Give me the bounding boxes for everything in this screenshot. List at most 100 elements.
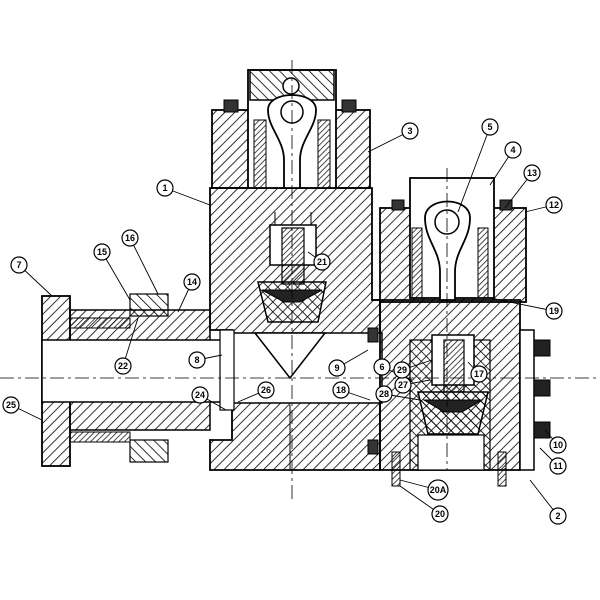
callout-circle	[121, 229, 139, 247]
inlet-connector	[41, 293, 235, 467]
callout-number: 10	[553, 440, 563, 450]
callout-number: 28	[379, 389, 389, 399]
right-poppet-assembly	[417, 334, 489, 435]
callout-4: 4	[489, 141, 522, 186]
callout-9: 9	[328, 349, 369, 377]
dowel-pin-lower	[367, 439, 379, 455]
callout-17: 17	[467, 361, 488, 383]
callout-circle	[431, 505, 449, 523]
callout-circle	[332, 381, 350, 399]
callout-leader-line	[457, 126, 491, 213]
callout-circle	[183, 273, 201, 291]
callout-circle	[191, 386, 209, 404]
callout-circle	[549, 436, 567, 454]
callout-circle	[481, 118, 499, 136]
callout-circle	[313, 253, 331, 271]
callout-circle	[93, 243, 111, 261]
left-poppet-assembly	[257, 212, 327, 323]
callout-leader-line	[101, 251, 131, 301]
callout-number: 29	[397, 365, 407, 375]
callout-number: 14	[187, 277, 197, 287]
callout-circle	[328, 359, 346, 377]
callout-circle	[545, 196, 563, 214]
callout-circle	[393, 361, 411, 379]
callout-circle	[549, 507, 567, 525]
callout-29: 29	[393, 359, 433, 379]
callout-number: 21	[317, 257, 327, 267]
upper-bonnet-left	[211, 69, 371, 189]
callout-number: 6	[379, 362, 384, 372]
callout-circle	[114, 357, 132, 375]
callout-number: 2	[555, 511, 560, 521]
callout-circle	[373, 358, 391, 376]
callout-28: 28	[375, 385, 421, 403]
callout-25: 25	[2, 396, 43, 421]
callout-22: 22	[114, 317, 139, 375]
callout-3: 3	[367, 122, 419, 153]
callout-circle	[10, 256, 28, 274]
callout-2: 2	[529, 479, 567, 525]
callout-number: 24	[195, 390, 205, 400]
callout-20a: 20A	[399, 479, 449, 501]
callout-number: 20	[435, 509, 445, 519]
callout-number: 12	[549, 200, 559, 210]
callout-leader-line	[129, 237, 159, 295]
callout-number: 1	[162, 183, 167, 193]
callout-number: 3	[407, 126, 412, 136]
callout-labels: 123456789101112131415161718192020A212224…	[2, 118, 567, 525]
callout-circle	[188, 351, 206, 369]
stud-bolt-left	[391, 451, 401, 487]
main-body	[209, 187, 383, 471]
callout-number: 19	[549, 306, 559, 316]
callout-16: 16	[121, 229, 159, 295]
callout-circle	[545, 302, 563, 320]
callout-leader-line	[489, 297, 555, 312]
stud-bolt-right	[497, 451, 507, 487]
callout-circle	[549, 457, 567, 475]
callout-number: 16	[125, 233, 135, 243]
callout-21: 21	[307, 251, 331, 271]
callout-7: 7	[10, 256, 53, 297]
upper-bonnet-right	[379, 177, 527, 303]
callout-circle	[257, 381, 275, 399]
callout-number: 18	[336, 385, 346, 395]
callout-number: 5	[487, 122, 492, 132]
callout-18: 18	[332, 381, 371, 401]
callout-19: 19	[489, 297, 563, 320]
callout-number: 26	[261, 385, 271, 395]
callout-circle	[156, 179, 174, 197]
callout-11: 11	[539, 447, 567, 475]
dowel-pin-upper	[367, 327, 379, 343]
callout-number: 13	[527, 168, 537, 178]
callout-24: 24	[191, 386, 227, 411]
callout-15: 15	[93, 243, 131, 301]
callout-number: 20A	[430, 485, 447, 495]
callout-number: 4	[510, 145, 515, 155]
callout-circle	[375, 385, 393, 403]
callout-14: 14	[177, 273, 201, 313]
callout-27: 27	[394, 376, 431, 394]
callout-8: 8	[188, 351, 223, 369]
callout-13: 13	[504, 164, 541, 209]
callout-1: 1	[156, 179, 211, 206]
callout-number: 17	[474, 369, 484, 379]
callout-circle	[401, 122, 419, 140]
callout-circle	[504, 141, 522, 159]
callout-number: 27	[398, 380, 408, 390]
callout-10: 10	[544, 429, 567, 454]
callout-number: 11	[553, 461, 563, 471]
callout-5: 5	[457, 118, 499, 213]
callout-number: 8	[194, 355, 199, 365]
callout-number: 22	[118, 361, 128, 371]
callout-circle	[523, 164, 541, 182]
callout-circle	[427, 479, 449, 501]
callout-number: 7	[16, 260, 21, 270]
callout-26: 26	[237, 381, 275, 403]
callout-20: 20	[399, 485, 449, 523]
callout-circle	[470, 365, 488, 383]
callout-number: 15	[97, 247, 107, 257]
callout-number: 25	[6, 400, 16, 410]
callout-number: 9	[334, 363, 339, 373]
callout-12: 12	[524, 196, 563, 214]
